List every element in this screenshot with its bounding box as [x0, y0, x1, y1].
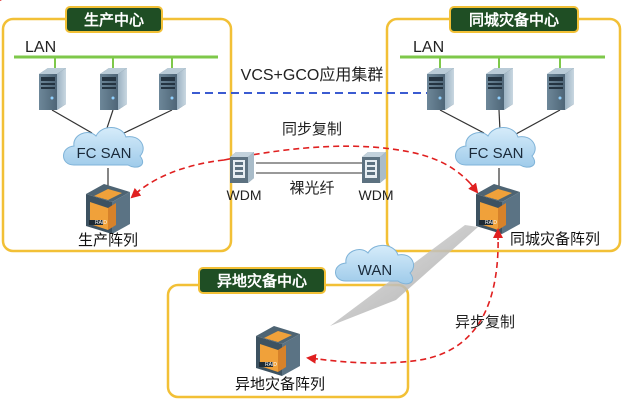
production-title-tag: 生产中心 — [65, 6, 163, 33]
local-dr-title-tag: 同城灾备中心 — [449, 6, 579, 33]
local-dr-array-badge: RAID — [485, 220, 497, 226]
remote-dr-title-tag: 异地灾备中心 — [198, 267, 326, 294]
wdm-right-icon — [362, 152, 386, 183]
remote-dr-title: 异地灾备中心 — [217, 272, 307, 290]
production-server-1 — [39, 68, 66, 110]
production-server-3 — [159, 68, 186, 110]
local-dr-server-2 — [486, 68, 513, 110]
async-arrowhead-left — [306, 353, 319, 364]
remote-dr-array-label: 异地灾备阵列 — [235, 376, 325, 393]
sync-replication-label: 同步复制 — [282, 120, 342, 138]
production-title: 生产中心 — [84, 11, 144, 29]
local-dr-title: 同城灾备中心 — [469, 11, 559, 29]
remote-dr-array-icon — [256, 326, 300, 376]
production-array-icon — [86, 184, 130, 234]
wan-label: WAN — [358, 262, 392, 279]
production-array-label: 生产阵列 — [78, 232, 138, 249]
local-dr-lan-label: LAN — [413, 39, 444, 56]
local-dr-server-1 — [427, 68, 454, 110]
sync-arrowhead-left — [130, 187, 142, 199]
local-dr-array-icon — [476, 184, 520, 234]
remote-dr-array-badge: RAID — [265, 362, 277, 368]
local-dr-server-3 — [547, 68, 574, 110]
async-replication-label: 异步复制 — [455, 313, 515, 331]
production-san-label: FC SAN — [76, 145, 131, 162]
local-dr-lan-drops — [439, 57, 561, 68]
wdm-left-label: WDM — [227, 187, 262, 203]
fiber-label: 裸光纤 — [289, 180, 334, 197]
wdm-left-icon — [230, 152, 254, 183]
production-server-2 — [100, 68, 127, 110]
wan-cloud-icon: WAN — [335, 244, 414, 285]
production-array-badge: RAID — [95, 220, 107, 226]
sync-arrowhead-right — [468, 182, 479, 194]
wdm-right-label: WDM — [359, 187, 394, 203]
production-san-cloud-icon: FC SAN — [63, 127, 144, 168]
local-dr-san-label: FC SAN — [468, 145, 523, 162]
async-replication-arrow — [309, 231, 499, 364]
local-dr-san-cloud-icon: FC SAN — [455, 127, 536, 168]
cluster-label: VCS+GCO应用集群 — [241, 65, 384, 84]
local-dr-array-label: 同城灾备阵列 — [510, 231, 600, 248]
production-lan-label: LAN — [25, 39, 56, 56]
production-lan-drops — [54, 57, 173, 68]
